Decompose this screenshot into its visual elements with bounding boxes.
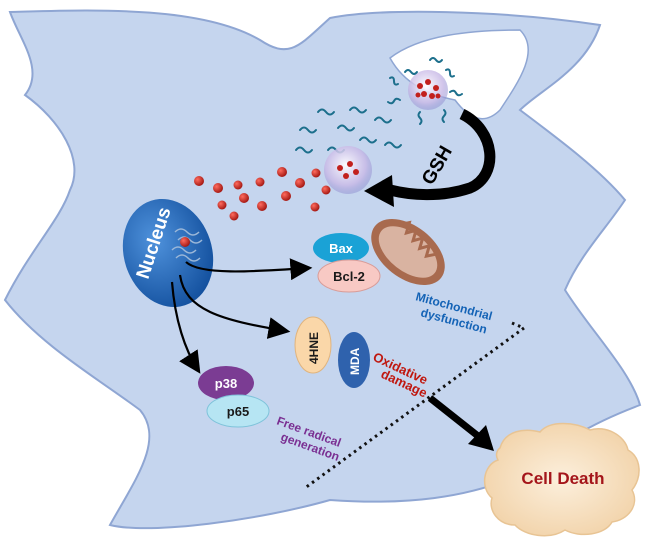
dotted-bracket: [304, 321, 528, 490]
bcl2-label: Bcl-2: [333, 269, 365, 284]
nanoparticle-outside: [387, 57, 463, 125]
drug-particles: [194, 167, 331, 221]
cell-death-arrowhead: [468, 425, 494, 451]
bax-label: Bax: [329, 241, 354, 256]
arrow-to-oxidative: [178, 274, 291, 339]
p38-label: p38: [215, 376, 237, 391]
gsh-arrow: [388, 109, 496, 201]
cell-death-label: Cell Death: [521, 469, 604, 488]
gsh-arrowhead: [364, 175, 394, 207]
arrow-to-cell-death: [427, 395, 481, 439]
arrow-to-free-radical: [170, 281, 201, 374]
bcl2-protein: [317, 259, 381, 293]
p38-protein: [198, 366, 254, 400]
hne-label: 4HNE: [307, 332, 321, 364]
mda-label: MDA: [348, 347, 362, 375]
cell-death-cloud: [483, 422, 640, 537]
mda-protein: [338, 332, 370, 388]
dna-strand-icon: [171, 228, 203, 262]
p65-label: p65: [227, 404, 249, 419]
arrow-to-mitochondria: [185, 258, 313, 281]
nucleus: Nucleus: [122, 198, 214, 308]
nanoparticle-inside: [324, 146, 372, 194]
bax-protein: [313, 233, 369, 263]
nucleus-drug-dot: [180, 237, 190, 247]
mitochondrion-icon: [371, 219, 445, 285]
released-peg-chains: [295, 106, 402, 154]
hne-protein: [294, 316, 332, 374]
p65-protein: [206, 394, 270, 428]
